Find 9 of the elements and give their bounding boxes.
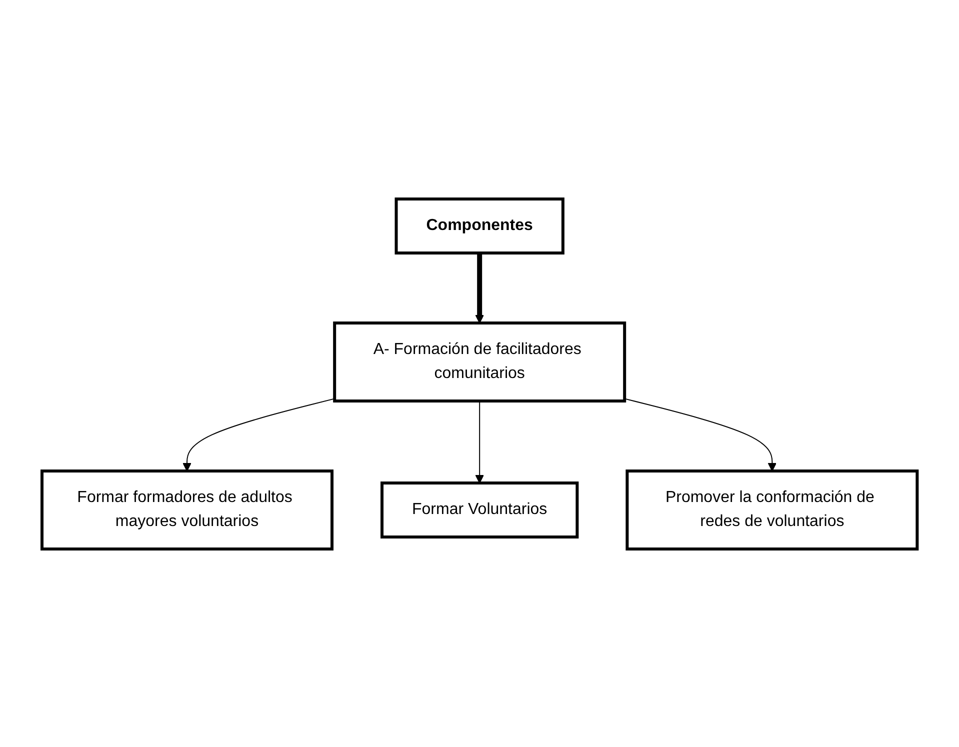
node-box: Formar Voluntarios <box>380 481 579 538</box>
arrow <box>475 400 484 483</box>
arrow <box>624 398 776 471</box>
arrow <box>182 398 335 471</box>
arrow <box>475 252 484 323</box>
node-box: Formar formadores de adultos mayores voluntarios <box>40 469 334 550</box>
node-box: A- Formación de facilitadores comunitarios <box>333 321 626 402</box>
node-box: Promover la conformación de redes de voluntarios <box>626 469 919 550</box>
node-box: Componentes <box>394 197 564 254</box>
